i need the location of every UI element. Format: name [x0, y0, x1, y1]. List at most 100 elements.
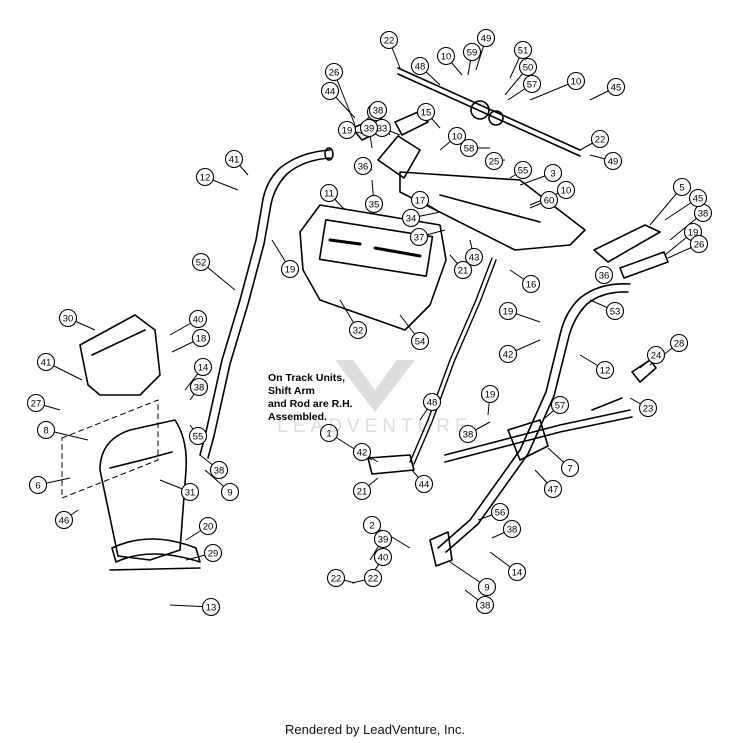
callout-circle [688, 188, 708, 208]
part-number: 25 [489, 157, 500, 168]
part-callout: 40 [373, 547, 393, 567]
part-callout: 10 [436, 46, 456, 66]
callout-circle [353, 156, 373, 176]
callout-circle [595, 360, 615, 380]
callout-circle [521, 274, 541, 294]
part-number: 2 [369, 521, 374, 532]
part-number: 29 [208, 549, 219, 560]
callout-circle [459, 138, 479, 158]
part-number: 26 [329, 68, 340, 79]
callout-circle [560, 458, 580, 478]
part-number: 24 [651, 351, 662, 362]
part-callout: 22 [590, 129, 610, 149]
part-callout: 38 [475, 595, 495, 615]
part-callout: 39 [373, 529, 393, 549]
callout-circle [348, 320, 368, 340]
part-callout: 48 [410, 56, 430, 76]
part-outlines [61, 67, 669, 571]
callout-circle [54, 510, 74, 530]
part-callout: 42 [498, 344, 518, 364]
callout-circle [498, 344, 518, 364]
part-number: 60 [544, 196, 555, 207]
part-number: 19 [285, 265, 296, 276]
part-callout: 7 [560, 458, 580, 478]
part-number: 50 [523, 63, 534, 74]
part-number: 30 [63, 314, 74, 325]
callout-circle [416, 102, 436, 122]
part-number: 8 [43, 426, 48, 437]
part-callout: 20 [198, 516, 218, 536]
callout-circle [522, 74, 542, 94]
part-callout: 16 [521, 274, 541, 294]
callout-circle [362, 515, 382, 535]
part-callout: 49 [603, 151, 623, 171]
callout-circle [319, 423, 339, 443]
part-number: 42 [503, 350, 514, 361]
part-callout: 12 [595, 360, 615, 380]
callout-circle [188, 426, 208, 446]
part-callout: 46 [54, 510, 74, 530]
part-number: 35 [369, 200, 380, 211]
callout-circle [453, 260, 473, 280]
part-callout: 56 [490, 502, 510, 522]
part-callout: 28 [669, 333, 689, 353]
part-number: 38 [480, 601, 491, 612]
part-callout: 23 [638, 398, 658, 418]
part-number: 44 [419, 480, 430, 491]
part-callout: 22 [379, 30, 399, 50]
part-number: 26 [694, 240, 705, 251]
part-callout: 45 [606, 77, 626, 97]
part-callout: 53 [605, 301, 625, 321]
part-callout: 42 [352, 442, 372, 462]
part-number: 38 [698, 209, 709, 220]
callout-circle [195, 167, 215, 187]
part-number: 10 [571, 77, 582, 88]
callout-circle [464, 247, 484, 267]
part-number: 5 [679, 183, 684, 194]
part-callout: 51 [513, 40, 533, 60]
callout-circle [220, 482, 240, 502]
callout-circle [409, 227, 429, 247]
callout-circle [203, 543, 223, 563]
part-callout: 48 [422, 392, 442, 412]
callout-circle [436, 46, 456, 66]
callout-circle [224, 149, 244, 169]
part-number: 43 [469, 253, 480, 264]
part-callout: 50 [518, 57, 538, 77]
part-bubbles: 1234567899101010101112121314141516171819… [26, 28, 713, 617]
part-number: 36 [358, 162, 369, 173]
part-number: 9 [227, 488, 232, 499]
part-callout: 38 [693, 203, 713, 223]
part-callout: 3 [543, 163, 563, 183]
callout-circle [320, 81, 340, 101]
part-callout: 2 [362, 515, 382, 535]
callout-circle [475, 595, 495, 615]
callout-circle [401, 208, 421, 228]
part-callout: 19 [280, 259, 300, 279]
part-callout: 21 [352, 481, 372, 501]
callout-circle [447, 126, 467, 146]
part-number: 19 [342, 126, 353, 137]
note-line: Assembled. [268, 411, 327, 423]
part-number: 21 [357, 487, 368, 498]
callout-circle [556, 180, 576, 200]
callout-circle [476, 28, 496, 48]
callout-circle [550, 395, 570, 415]
part-callout: 47 [543, 479, 563, 499]
part-callout: 22 [326, 568, 346, 588]
part-callout: 54 [410, 331, 430, 351]
callout-circle [188, 309, 208, 329]
callout-circle [638, 398, 658, 418]
callout-circle [477, 577, 497, 597]
callout-circle [458, 424, 478, 444]
part-callout: 44 [414, 474, 434, 494]
part-callout: 58 [459, 138, 479, 158]
part-callout: 55 [513, 160, 533, 180]
part-callout: 35 [364, 194, 384, 214]
part-number: 42 [357, 448, 368, 459]
part-callout: 14 [193, 357, 213, 377]
part-callout: 45 [688, 188, 708, 208]
part-number: 38 [507, 525, 518, 536]
part-number: 17 [415, 196, 426, 207]
